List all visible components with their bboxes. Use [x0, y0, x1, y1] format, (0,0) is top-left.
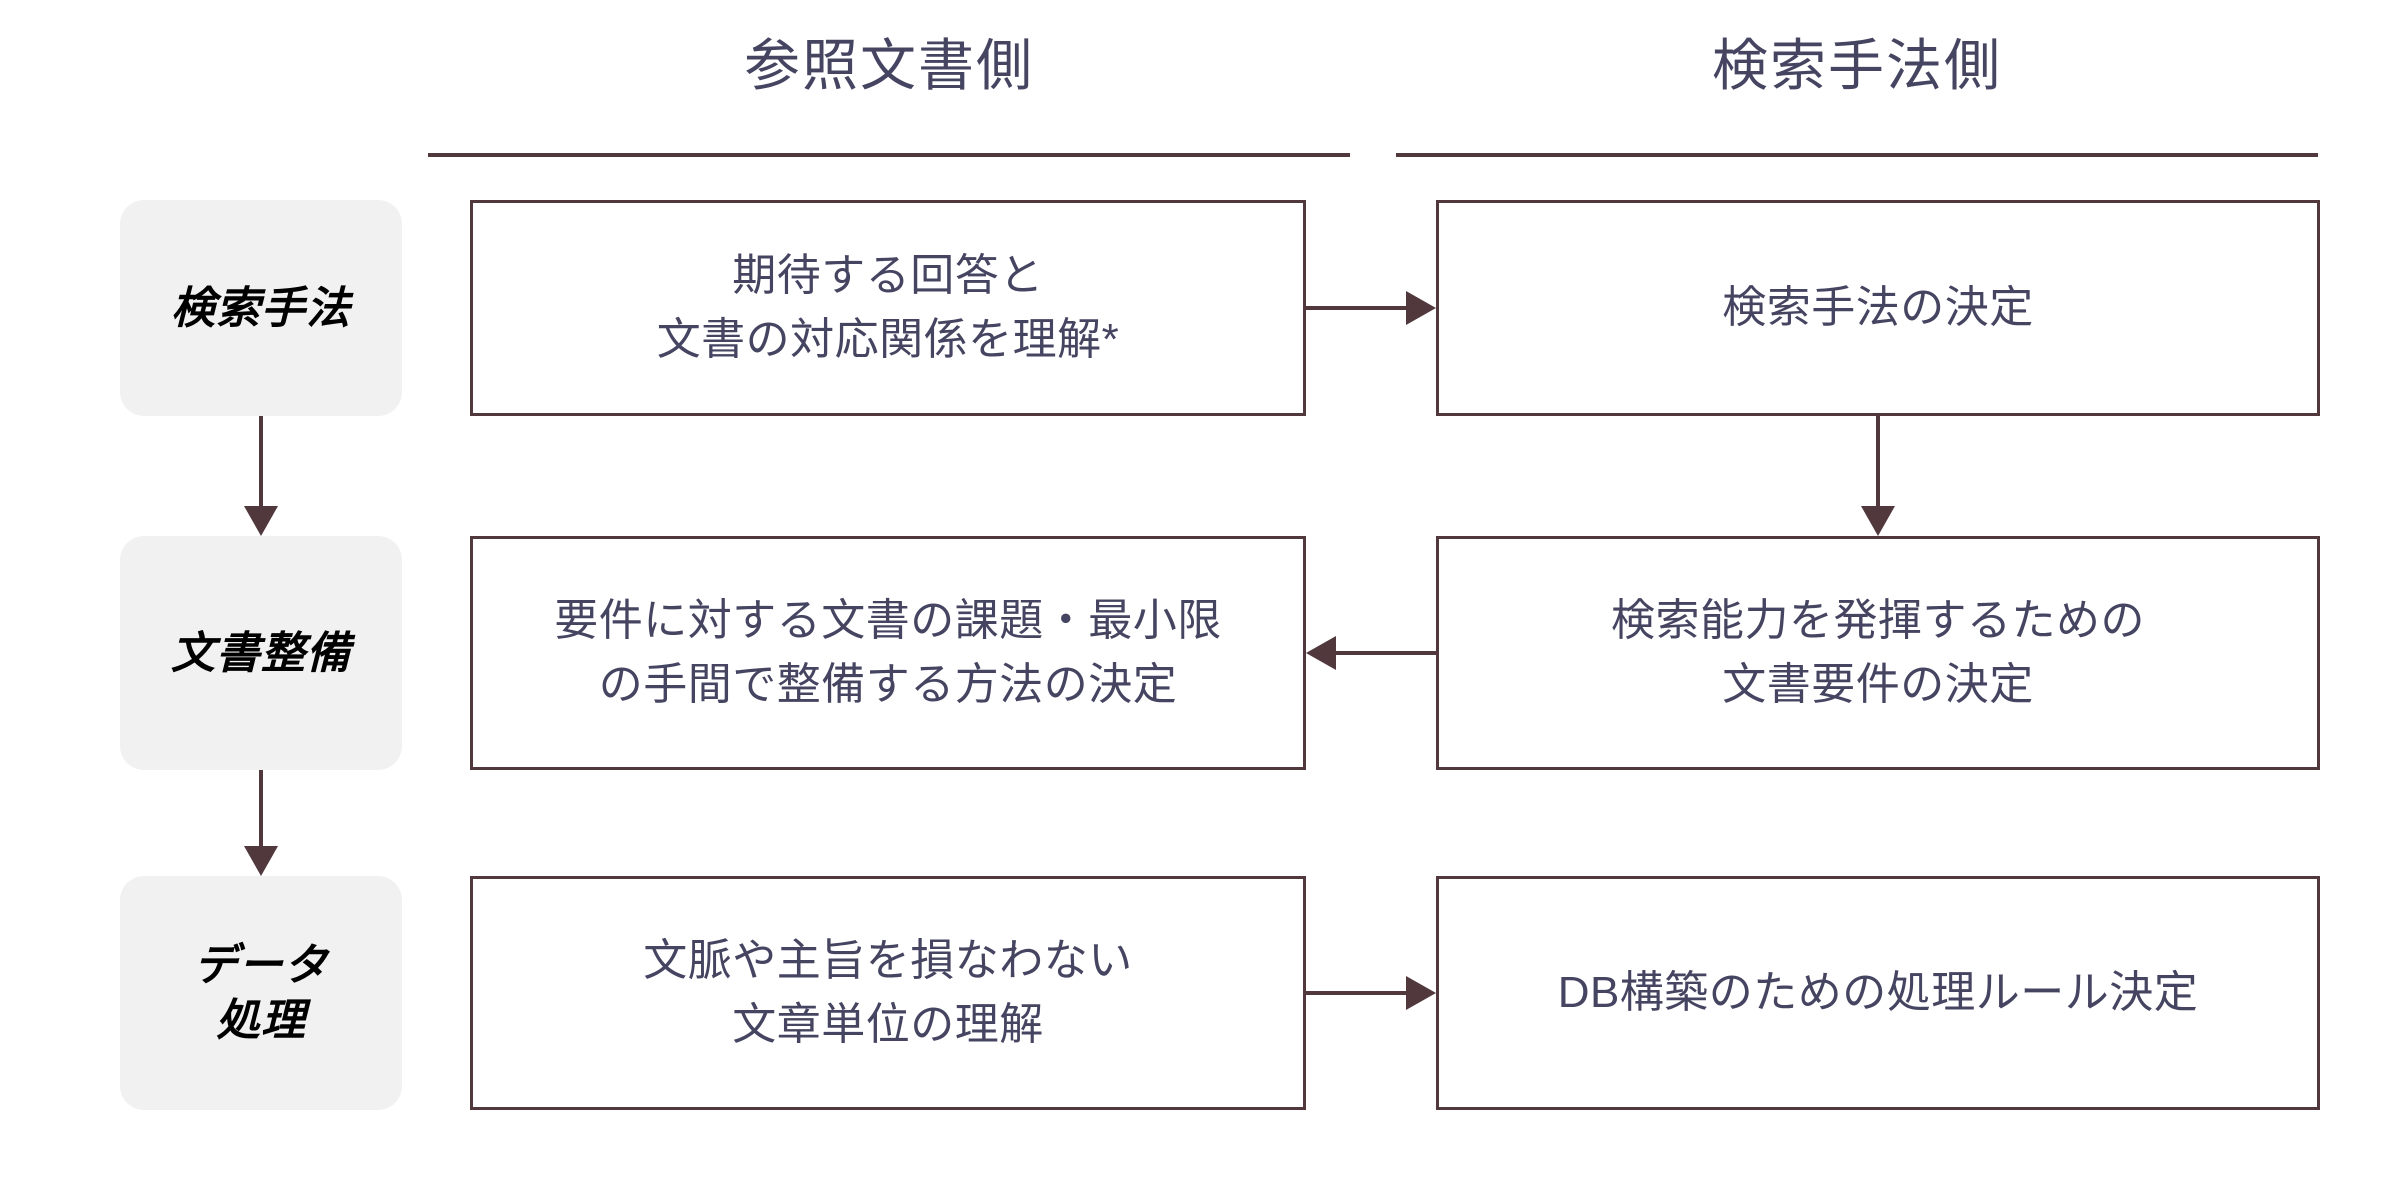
- process-box-left-row-0: 期待する回答と 文書の対応関係を理解*: [470, 200, 1306, 416]
- process-box-line2: の手間で整備する方法の決定: [598, 660, 1178, 709]
- column-header-search-method-side: 検索手法側: [1712, 34, 2002, 97]
- process-box-line1: 要件に対する文書の課題・最小限: [554, 596, 1222, 646]
- process-box-line1: 検索能力を発揮するための: [1611, 596, 2145, 646]
- column-header-reference-document-side: 参照文書側: [744, 34, 1034, 97]
- process-box-right-row-0: 検索手法の決定: [1436, 200, 2320, 416]
- stage-label-line1: 文書整備: [171, 628, 351, 678]
- stage-label-line1: データ: [193, 941, 329, 990]
- stage-label-document-preparation: 文書整備: [120, 536, 402, 770]
- stage-label-data-processing: データ 処理: [120, 876, 402, 1110]
- process-box-right-row-1: 検索能力を発揮するための 文書要件の決定: [1436, 536, 2320, 770]
- column-divider-right: [1396, 153, 2318, 157]
- process-box-line2: 文章単位の理解: [732, 1000, 1044, 1049]
- process-box-right-row-2: DB構築のための処理ルール決定: [1436, 876, 2320, 1110]
- process-box-line2: 文書要件の決定: [1722, 660, 2034, 709]
- stage-label-search-method: 検索手法: [120, 200, 402, 416]
- process-box-line1: 検索手法の決定: [1722, 283, 2034, 333]
- process-box-line1: DB構築のための処理ルール決定: [1557, 968, 2199, 1018]
- stage-label-line1: 検索手法: [171, 283, 351, 333]
- column-divider-left: [428, 153, 1350, 157]
- process-box-line2: 文書の対応関係を理解*: [656, 315, 1120, 364]
- stage-label-line2: 処理: [216, 996, 306, 1045]
- process-box-left-row-2: 文脈や主旨を損なわない 文章単位の理解: [470, 876, 1306, 1110]
- process-box-line1: 文脈や主旨を損なわない: [643, 936, 1133, 986]
- process-box-line1: 期待する回答と: [732, 251, 1044, 301]
- process-box-left-row-1: 要件に対する文書の課題・最小限 の手間で整備する方法の決定: [470, 536, 1306, 770]
